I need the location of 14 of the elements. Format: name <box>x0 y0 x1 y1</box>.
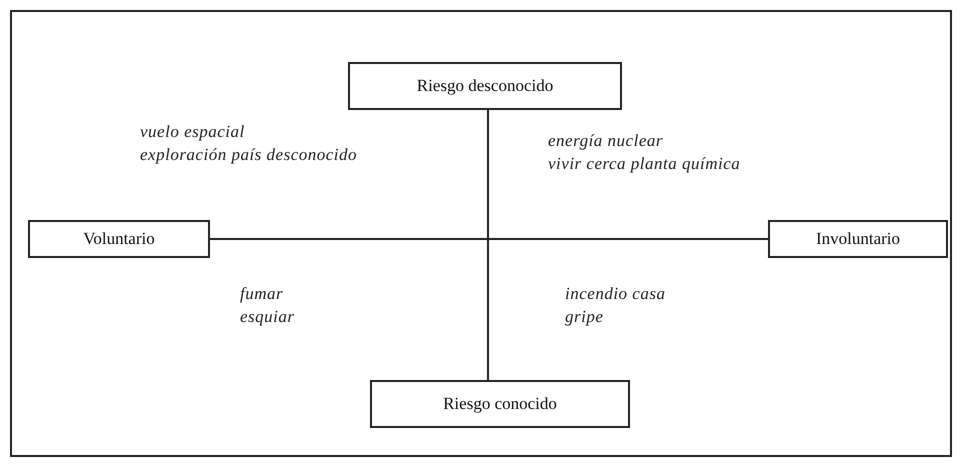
example-text: esquiar <box>240 307 294 327</box>
category-box: Involuntario <box>768 220 948 258</box>
example-text: gripe <box>565 307 604 327</box>
example-text: exploración país desconocido <box>140 145 358 165</box>
category-box: Riesgo conocido <box>370 380 630 428</box>
example-text: vuelo espacial <box>140 122 245 142</box>
axis-line <box>487 110 489 380</box>
category-box: Voluntario <box>28 220 210 258</box>
category-box: Riesgo desconocido <box>348 62 622 110</box>
example-text: vivir cerca planta química <box>548 154 740 174</box>
axis-line <box>210 238 768 240</box>
example-text: incendio casa <box>565 284 666 304</box>
example-text: fumar <box>240 284 284 304</box>
example-text: energía nuclear <box>548 131 663 151</box>
